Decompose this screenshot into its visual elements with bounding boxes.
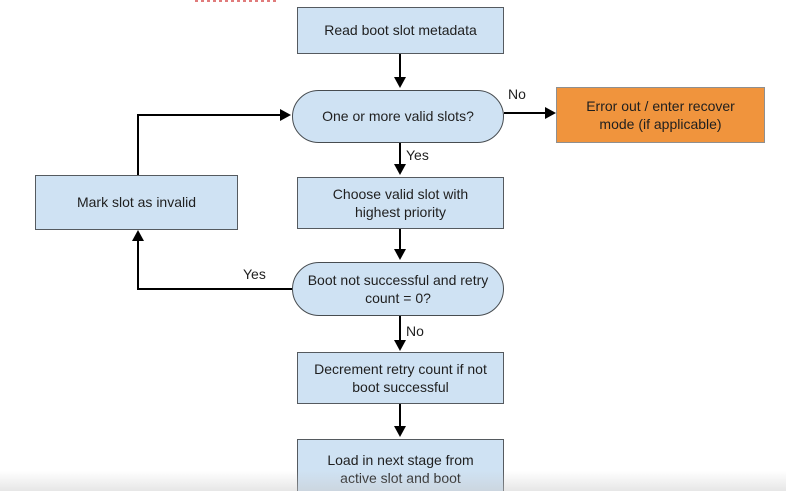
node-label: Error out / enter recover mode (if appli… <box>586 97 735 132</box>
node-load-next-stage: Load in next stage from active slot and … <box>297 439 504 491</box>
arrow-line <box>504 112 546 114</box>
node-label: Boot not successful and retry count = 0? <box>307 271 489 306</box>
node-label: One or more valid slots? <box>322 108 474 125</box>
arrowhead-up-icon <box>132 230 144 241</box>
edge-label-yes: Yes <box>406 147 429 163</box>
node-decision-boot-retry: Boot not successful and retry count = 0? <box>292 262 504 316</box>
arrow-line <box>399 229 401 250</box>
arrow-line <box>137 115 139 175</box>
arrowhead-down-icon <box>394 77 406 88</box>
arrow-line <box>137 114 280 116</box>
node-label: Mark slot as invalid <box>76 194 197 211</box>
arrow-line <box>399 316 401 341</box>
edge-label-no: No <box>508 86 526 102</box>
arrow-line <box>138 288 292 290</box>
arrowhead-down-icon <box>394 340 406 351</box>
arrow-line <box>137 241 139 290</box>
edge-label-no: No <box>406 323 424 339</box>
node-decrement-retry-count: Decrement retry count if not boot succes… <box>297 352 504 404</box>
arrowhead-right-icon <box>280 109 291 121</box>
arrowhead-right-icon <box>545 107 556 119</box>
node-decision-valid-slots: One or more valid slots? <box>292 90 504 143</box>
arrow-line <box>399 143 401 165</box>
arrow-line <box>399 54 401 79</box>
node-label: Decrement retry count if not boot succes… <box>314 360 487 395</box>
node-label: Read boot slot metadata <box>324 22 477 39</box>
edge-label-yes: Yes <box>243 266 266 282</box>
arrowhead-down-icon <box>394 249 406 260</box>
arrow-line <box>399 404 401 427</box>
node-read-boot-slot-metadata: Read boot slot metadata <box>297 7 504 54</box>
cropped-red-dashes <box>195 0 279 2</box>
arrowhead-down-icon <box>394 426 406 437</box>
node-choose-valid-slot: Choose valid slot with highest priority <box>297 177 504 229</box>
node-error-out-recover-mode: Error out / enter recover mode (if appli… <box>556 87 765 143</box>
node-mark-slot-invalid: Mark slot as invalid <box>35 175 238 230</box>
node-label: Load in next stage from active slot and … <box>327 451 474 486</box>
node-label: Choose valid slot with highest priority <box>332 185 469 220</box>
arrowhead-down-icon <box>394 164 406 175</box>
